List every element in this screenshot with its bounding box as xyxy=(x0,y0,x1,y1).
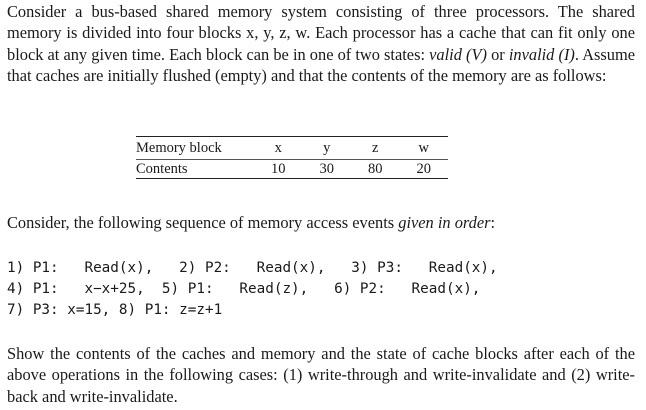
problem-intro: Consider a bus-based shared memory syste… xyxy=(7,1,635,87)
events-line-2: 4) P1: x−x+25, 5) P1: Read(z), 6) P2: Re… xyxy=(7,281,481,297)
memory-block-label: Memory block xyxy=(136,136,254,160)
intro-text-end: . Assume that caches are initially flush… xyxy=(7,44,636,86)
content-y: 30 xyxy=(302,159,351,179)
invalid-symbol: (I) xyxy=(554,44,575,64)
events-intro: Consider, the following sequence of memo… xyxy=(7,212,635,233)
events-line-1: 1) P1: Read(x), 2) P2: Read(x), 3) P3: R… xyxy=(7,260,498,276)
block-w: w xyxy=(399,136,448,160)
events-colon: : xyxy=(490,213,496,232)
block-x: x xyxy=(254,136,303,160)
events-line-3: 7) P3: x=15, 8) P1: z=z+1 xyxy=(7,302,223,318)
contents-label: Contents xyxy=(136,159,254,179)
content-x: 10 xyxy=(254,159,303,179)
content-z: 80 xyxy=(351,159,400,179)
invalid-term: invalid xyxy=(508,44,555,64)
block-z: z xyxy=(351,136,400,160)
intro-text: Consider a bus-based shared memory syste… xyxy=(7,2,635,64)
events-emphasis: given in order xyxy=(398,213,491,232)
closing-instructions: Show the contents of the caches and memo… xyxy=(7,344,635,406)
valid-term: valid xyxy=(429,44,462,64)
block-y: y xyxy=(302,136,351,160)
valid-symbol: (V) xyxy=(461,44,487,64)
events-lead: Consider, the following sequence of memo… xyxy=(7,213,399,232)
or-text: or xyxy=(486,44,509,64)
content-w: 20 xyxy=(399,159,448,179)
contents-row: Contents 10 30 80 20 xyxy=(136,159,448,179)
memory-table: Memory block x y z w Contents 10 30 80 2… xyxy=(136,136,448,179)
memory-block-row: Memory block x y z w xyxy=(136,136,448,160)
